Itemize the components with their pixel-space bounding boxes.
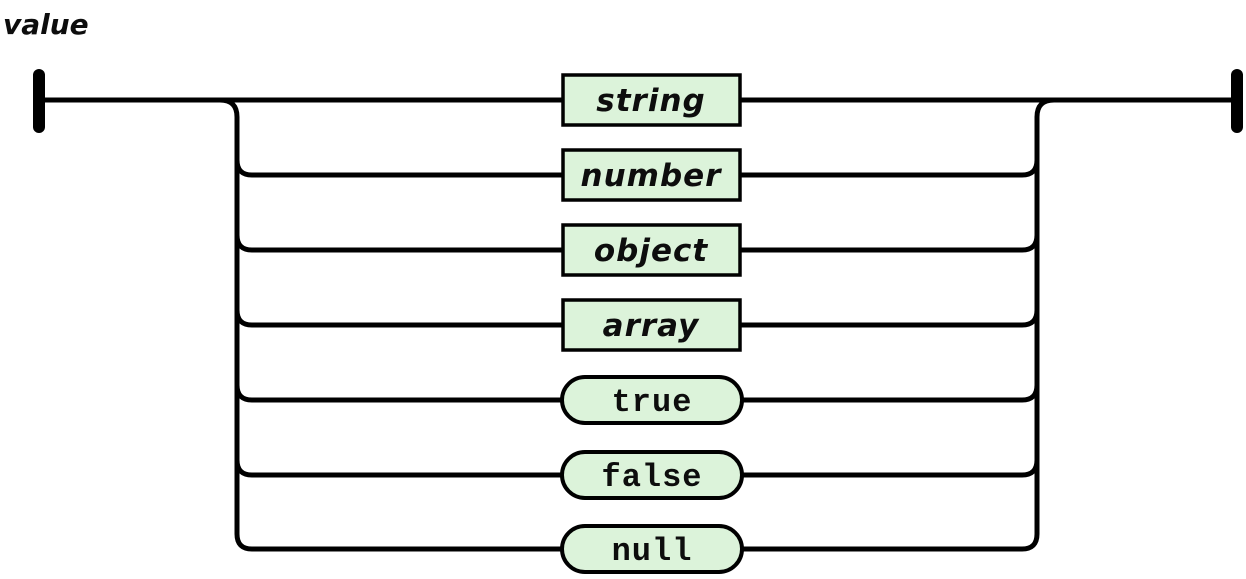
node-box (561, 73, 742, 127)
node-label: string (596, 83, 705, 119)
node-box (560, 524, 744, 574)
node-box (561, 298, 742, 352)
node-false: false (560, 450, 744, 500)
node-label: null (612, 533, 693, 570)
node-true: true (560, 375, 744, 425)
node-label: number (581, 158, 723, 194)
node-box (561, 223, 742, 277)
node-label: false (601, 459, 702, 496)
node-object: object (561, 223, 742, 277)
node-number: number (561, 148, 742, 202)
node-array: array (561, 298, 742, 352)
node-label: array (603, 308, 700, 344)
node-box (561, 148, 742, 202)
start-terminal-icon (33, 69, 45, 133)
node-box (560, 450, 744, 500)
node-null: null (560, 524, 744, 574)
node-box (560, 375, 744, 425)
left-branch-line (219, 97, 572, 552)
right-branch-line (731, 97, 1055, 552)
end-terminal-icon (1231, 69, 1243, 133)
node-label: true (612, 384, 693, 421)
node-string: string (561, 73, 742, 127)
rule-title: value (3, 8, 89, 41)
node-label: object (594, 233, 709, 269)
